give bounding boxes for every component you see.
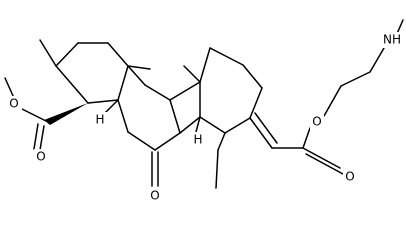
ring-b-bonds xyxy=(99,65,181,187)
atom-labels: O O H H O O O NH xyxy=(8,32,404,204)
atom-o-ester-ring: O xyxy=(9,97,18,111)
bond xyxy=(249,117,273,149)
ring-a-bonds xyxy=(39,39,151,104)
bond xyxy=(55,42,79,67)
ring-c-bonds xyxy=(169,47,263,189)
atom-h-ring-c: H xyxy=(193,133,202,147)
bond xyxy=(242,64,263,89)
bond xyxy=(340,71,371,87)
bond xyxy=(369,47,385,73)
bond xyxy=(33,123,39,150)
bond xyxy=(169,99,181,134)
bond xyxy=(127,65,151,70)
atom-o-ketone: O xyxy=(150,189,159,203)
chain-bonds xyxy=(249,19,404,175)
bond xyxy=(254,112,278,144)
bond xyxy=(323,85,342,117)
bond xyxy=(4,77,15,99)
atom-nh: NH xyxy=(383,33,401,47)
bond xyxy=(107,42,129,67)
bond xyxy=(179,116,201,134)
bond xyxy=(117,65,129,101)
molecule-canvas: O O H H O O O NH xyxy=(4,19,404,204)
bond xyxy=(217,132,226,151)
bond xyxy=(117,99,129,133)
bond xyxy=(127,131,156,151)
bond xyxy=(209,47,244,66)
bond xyxy=(17,106,47,122)
bond xyxy=(195,116,201,133)
bond xyxy=(215,149,219,189)
bond xyxy=(224,117,251,134)
bond xyxy=(39,125,45,151)
bond xyxy=(302,127,311,149)
bond xyxy=(183,65,201,83)
bond xyxy=(302,147,341,169)
atom-o-carbonyl-chain: O xyxy=(345,170,354,184)
atom-o-carbonyl-ring-ester: O xyxy=(36,150,45,164)
atom-o-ester-chain: O xyxy=(312,115,321,129)
bond xyxy=(87,99,119,104)
bond xyxy=(55,65,89,104)
bond xyxy=(127,65,146,86)
bond xyxy=(249,87,263,119)
bond xyxy=(154,132,181,151)
molecule-structure: O O H H O O O NH xyxy=(4,19,404,204)
bond xyxy=(199,47,211,83)
bond xyxy=(144,84,171,101)
bond xyxy=(199,116,226,134)
bond xyxy=(39,39,57,67)
atom-h-ring-a: H xyxy=(95,113,104,127)
wedge-bond xyxy=(44,103,88,125)
bond xyxy=(169,81,201,101)
ring-ester-bonds xyxy=(4,77,88,151)
bond xyxy=(305,153,344,175)
